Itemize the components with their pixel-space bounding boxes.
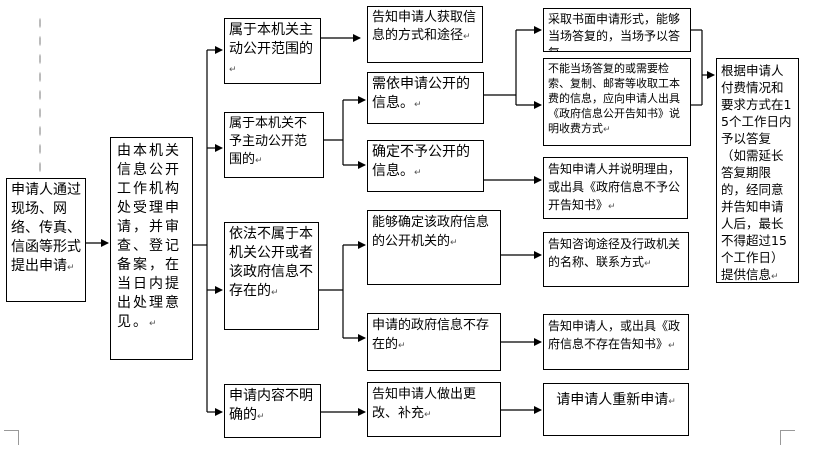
applicant-submit-box: 申请人通过现场、网络、传真、信函等形式提出申请↵ <box>6 178 86 302</box>
info-not-exist-box: 申请的政府信息不存在的↵ <box>367 313 501 371</box>
paragraph-mark: ↵ <box>450 238 458 248</box>
paragraph-mark: ↵ <box>414 168 422 178</box>
not-public-info-box: 确定不予公开的信息。↵ <box>367 140 484 192</box>
paragraph-mark: ↵ <box>668 397 676 407</box>
paragraph-mark: ↵ <box>398 341 406 351</box>
inform-reason-box: 告知申请人并说明理由，或出具《政府信息不予公开告知书》↵ <box>543 157 688 219</box>
need-public-info-box: 需依申请公开的信息。↵ <box>367 72 484 124</box>
provide-information-box: 根据申请人付费情况和要求方式在15个工作日内予以答复（如需延长答复期限的，经同意… <box>716 58 799 283</box>
paragraph-mark: ↵ <box>229 65 237 75</box>
inform-amend-box: 告知申请人做出更改、补充↵ <box>367 382 501 437</box>
reapply-box: 请申请人重新申请↵ <box>543 383 689 436</box>
not-agency-or-nonexistent-box: 依法不属于本机关公开或者该政府信息不存在的↵ <box>224 222 319 330</box>
page-corner-mark <box>780 430 795 445</box>
active-disclosure-box: 属于本机关主动公开范围的↵ <box>224 18 321 84</box>
paragraph-mark: ↵ <box>603 125 611 135</box>
paragraph-mark: ↵ <box>149 319 159 329</box>
can-identify-agency-box: 能够确定该政府信息的公开机关的↵ <box>367 210 501 285</box>
paragraph-mark: ↵ <box>560 50 568 51</box>
unclear-request-box: 申请内容不明确的↵ <box>224 384 321 438</box>
paragraph-mark: ↵ <box>271 288 279 298</box>
paragraph-mark: ↵ <box>414 100 422 110</box>
paragraph-mark: ↵ <box>424 410 432 420</box>
paragraph-mark: ↵ <box>644 259 652 269</box>
paragraph-mark: ↵ <box>257 412 265 422</box>
inform-access-method-box: 告知申请人获取信息的方式和途径↵ <box>367 6 483 63</box>
paragraph-mark: ↵ <box>668 341 676 351</box>
paragraph-mark: ↵ <box>463 32 471 42</box>
paragraph-mark: ↵ <box>771 272 779 282</box>
paragraph-mark: ↵ <box>67 263 75 273</box>
paragraph-mark: ↵ <box>255 156 263 166</box>
inform-contact-box: 告知咨询途径及行政机关的名称、联系方式↵ <box>543 232 689 287</box>
page-corner-mark <box>4 430 19 445</box>
cannot-reply-immediately-box: 不能当场答复的或需要检索、复制、邮寄等收取工本费的信息，应向申请人出具《政府信息… <box>543 58 691 146</box>
inform-not-exist-box: 告知申请人，或出具《政府信息不存在告知书》↵ <box>543 314 689 370</box>
written-immediate-reply-box: 采取书面申请形式，能够当场答复的，当场予以答复↵ <box>543 8 691 52</box>
margin-dots <box>38 14 42 214</box>
agency-accept-box: 由本机关信息公开工作机构处受理申请，并审查、登记备案，在当日内提出处理意见。↵ <box>110 137 193 360</box>
not-active-disclosure-box: 属于本机关不予主动公开范围的↵ <box>224 112 324 178</box>
paragraph-mark: ↵ <box>608 202 616 212</box>
